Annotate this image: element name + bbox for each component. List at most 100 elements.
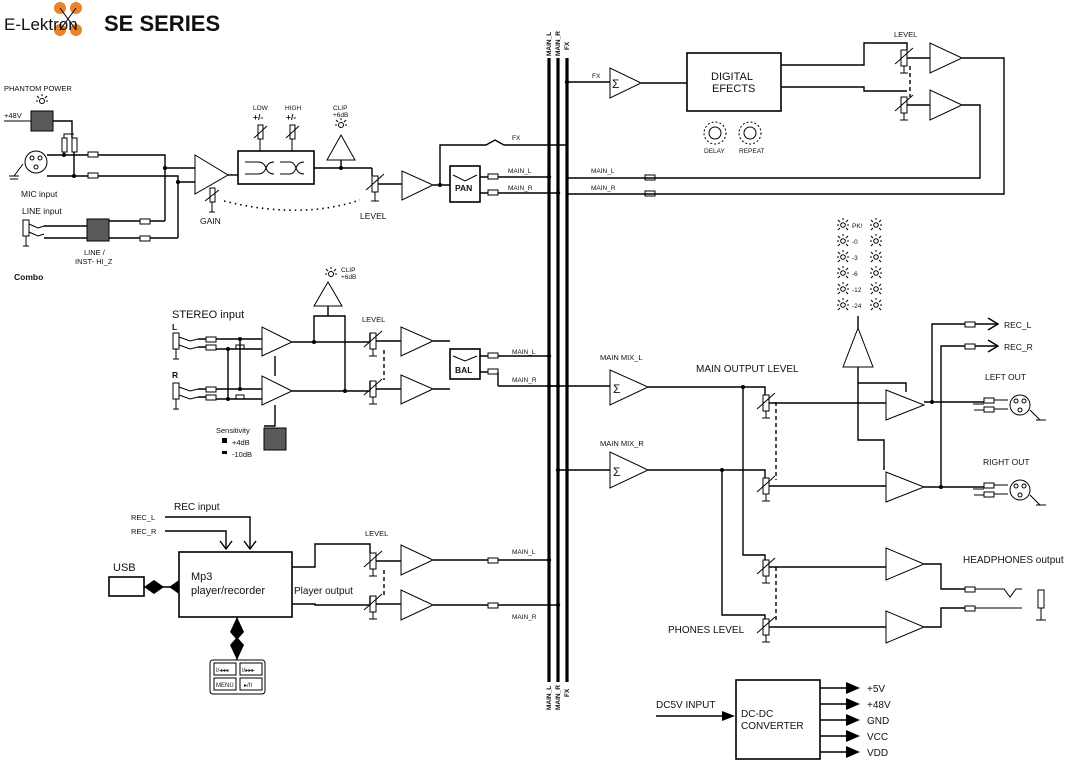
resistor-icon [71, 137, 78, 153]
menu-key[interactable] [213, 677, 237, 691]
phantom-switch[interactable] [30, 110, 54, 132]
power-rail-label: VDD [867, 748, 888, 759]
main-buses: MAIN_L MAIN_R FX MAIN_L MAIN_R FX [546, 31, 571, 710]
mp3-title1: Mp3 [191, 571, 212, 583]
prev-key[interactable] [213, 662, 237, 676]
fx-sum-amp [609, 67, 643, 99]
arrow-right-icon [846, 714, 860, 726]
pan-block [449, 165, 481, 203]
sens-low-label: -10dB [232, 450, 252, 459]
gain-label: GAIN [200, 216, 221, 226]
bidirectional-arrow-icon [230, 617, 244, 640]
mic-channel: PHANTOM POWER +48V MIC input LINE input [4, 84, 567, 282]
line-inst-label: LINE / [84, 248, 106, 257]
plus48v-label: +48V [4, 111, 22, 120]
rec-l-out-label: REC_L [1004, 320, 1032, 330]
rec-l-in-label: REC_L [131, 513, 155, 522]
sensitivity-switch[interactable] [263, 427, 287, 451]
headphone-jack-icon [1036, 589, 1046, 621]
clip-led-icon [325, 267, 337, 277]
digital-effects-title2: EFECTS [712, 83, 755, 95]
mic-level-fader[interactable] [365, 173, 385, 202]
rec-input-label: REC input [174, 502, 220, 513]
fx-return-amp-r [929, 89, 964, 121]
rec-r-out-label: REC_R [1004, 342, 1033, 352]
player-main-l-label: MAIN_L [512, 549, 536, 556]
mic-clip-level: +6dB [333, 112, 348, 119]
stereo-clip-label: CLIP [341, 267, 355, 274]
main-mix-l-sum [609, 369, 650, 406]
digital-effects-block [686, 52, 782, 112]
power-rail-label: +48V [867, 700, 891, 711]
eq-high-knob[interactable] [285, 124, 300, 151]
led-icon [870, 234, 882, 247]
balance-block [449, 348, 481, 380]
led-icon [870, 298, 882, 311]
headphone-amp-l [885, 547, 926, 581]
delay-knob[interactable] [703, 121, 727, 145]
gain-knob[interactable] [204, 187, 220, 213]
bal-label: BAL [455, 365, 472, 375]
eq-high-plusminus: +/- [286, 112, 296, 122]
switch-down-icon [222, 451, 227, 454]
play-pause-key[interactable] [239, 677, 263, 691]
led-icon [870, 282, 882, 295]
fx-return-level-fader[interactable] [894, 47, 914, 121]
right-out-amp [885, 471, 926, 503]
arrow-right-icon [846, 682, 860, 694]
repeat-knob[interactable] [738, 121, 762, 145]
delay-label: DELAY [704, 148, 725, 155]
right-out-jack-icon [973, 479, 1046, 506]
level-meter: PK!-0-3-6-12-24 [837, 218, 907, 392]
fx-send-label: FX [592, 73, 601, 80]
phones-level-fader[interactable] [756, 557, 777, 643]
player-keypad [209, 659, 266, 695]
resistor-icon [61, 137, 68, 153]
stereo-l-label: L [172, 322, 177, 332]
fx-return-level-label: LEVEL [894, 30, 917, 39]
stereo-r-label: R [172, 370, 178, 380]
mic-clip-label: CLIP [333, 105, 347, 112]
player-section: REC input REC_L REC_R Mp3 player/recorde… [108, 502, 561, 695]
line-inst-switch[interactable] [86, 218, 110, 242]
led-icon [870, 250, 882, 263]
led-icon [837, 266, 849, 279]
arrow-right-icon [846, 698, 860, 710]
bidirectional-arrow-icon [144, 580, 164, 594]
usb-port[interactable] [108, 576, 145, 597]
stereo-level-fader[interactable] [363, 330, 385, 405]
prev-key-label: I/◂◂◂ [216, 668, 228, 674]
mic-preamp [194, 154, 229, 195]
next-key[interactable] [239, 662, 263, 676]
fx-return-main-l-label: MAIN_L [591, 168, 615, 175]
digital-effects-title1: DIGITAL [711, 71, 753, 83]
main-output-level-fader[interactable] [756, 392, 777, 502]
meter-level-label: -24 [852, 303, 862, 310]
fx-return-amp-l [929, 42, 964, 74]
meter-level-label: -3 [852, 255, 858, 262]
stereo-level-amp-r [400, 374, 435, 405]
fx-section: FX Σ DIGITAL EFECTS DELAY REPEAT LEVEL M… [564, 30, 1005, 197]
eq-low-knob[interactable] [253, 124, 268, 151]
stereo-preamp-r [261, 375, 294, 406]
main-mix-l-label: MAIN MIX_L [600, 353, 643, 362]
headphone-amp-r [885, 610, 926, 644]
mic-level-amp [401, 170, 435, 201]
arrow-right-icon [846, 730, 860, 742]
led-icon [837, 234, 849, 247]
bus-label-fx-top: FX [564, 41, 571, 50]
main-mix-r-sigma: Σ [613, 465, 620, 479]
stereo-level-label: LEVEL [362, 315, 385, 324]
player-level-label: LEVEL [365, 529, 388, 538]
mic-fx-send-label: FX [512, 135, 521, 142]
main-output-level-label: MAIN OUTPUT LEVEL [696, 364, 799, 375]
headphones-label: HEADPHONES output [963, 555, 1064, 566]
stereo-channel: STEREO input L R Sensitivity +4dB -10dB … [172, 267, 561, 459]
power-rail-label: VCC [867, 732, 888, 743]
mp3-player-block [178, 551, 293, 618]
mic-main-l-label: MAIN_L [508, 168, 532, 175]
meter-level-label: -0 [852, 239, 858, 246]
stereo-input-title: STEREO input [172, 309, 244, 321]
stereo-main-r-label: MAIN_R [512, 377, 537, 384]
